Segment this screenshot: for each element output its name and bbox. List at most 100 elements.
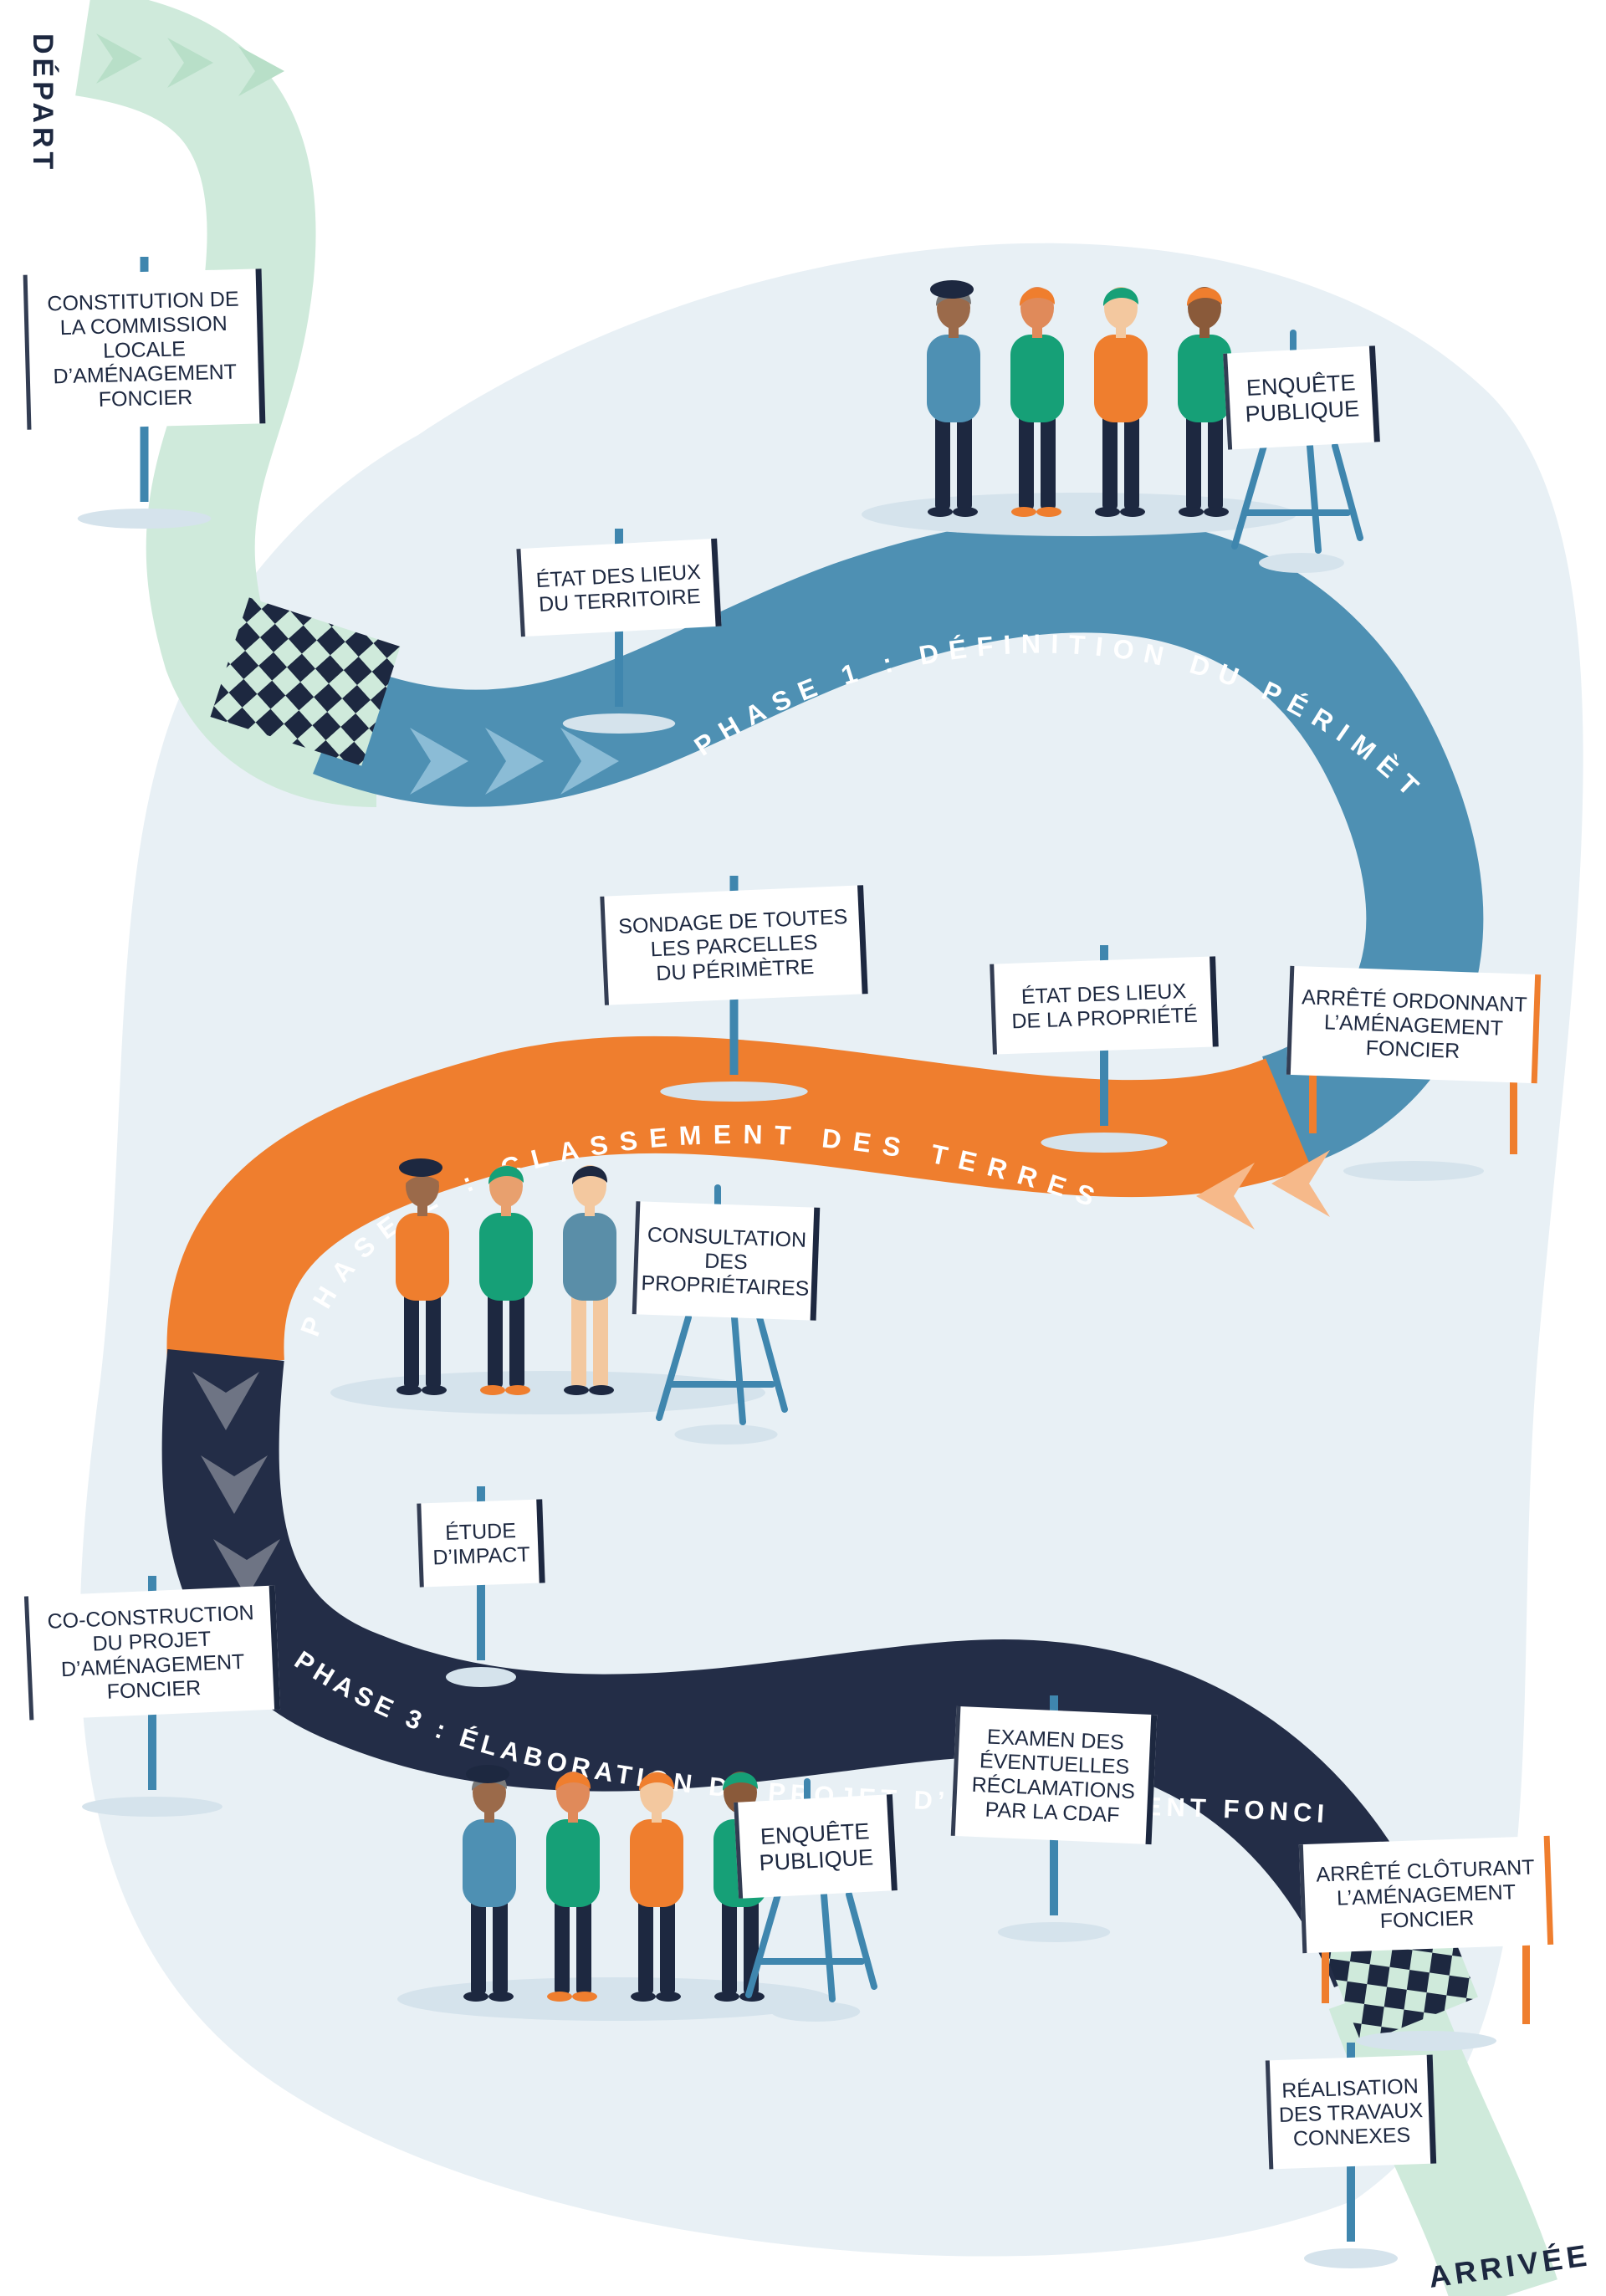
person-hair <box>571 1165 608 1184</box>
person-icon <box>1178 287 1231 517</box>
start-checker <box>210 597 401 766</box>
sign-edge-left <box>23 274 32 430</box>
person-hair <box>722 1772 759 1791</box>
sign-text-line: LOCALE <box>103 337 186 363</box>
sign-text-line: LA COMMISSION <box>59 312 228 340</box>
person-shoe <box>480 1385 505 1395</box>
sign-text-line: FONCIER <box>1379 1906 1474 1933</box>
person-shoe <box>1120 507 1145 517</box>
sign-post <box>477 1581 485 1660</box>
sign-edge-left <box>516 549 525 637</box>
sign-edge-left <box>417 1503 424 1588</box>
phase3-chevrons <box>192 1372 280 1598</box>
sign-text-line: DU PROJET <box>92 1627 212 1655</box>
person-icon <box>927 280 980 517</box>
sign-panel <box>950 1705 1158 1845</box>
person-leg <box>638 1899 653 1995</box>
sign-text-line: FONCIER <box>98 386 192 412</box>
person-shoe <box>505 1385 530 1395</box>
sign-post <box>148 1710 156 1790</box>
person-shoe <box>631 1992 656 2002</box>
sign-edge-left <box>950 1705 961 1836</box>
sign-edge <box>255 268 266 424</box>
sign-post-left <box>1322 1945 1329 2003</box>
person-hair <box>1102 287 1139 306</box>
sign-panel <box>734 1794 898 1899</box>
person-hair <box>488 1165 524 1184</box>
person-hair <box>638 1772 675 1791</box>
sign-shadow <box>660 1082 808 1102</box>
people-group-top <box>862 280 1297 536</box>
sign-edge-left <box>734 1802 744 1899</box>
sign-text-line: ENQUÊTE <box>760 1818 870 1849</box>
sign-text-line: ENQUÊTE <box>1245 369 1356 401</box>
person-icon <box>396 1158 449 1395</box>
sign-panel <box>1223 345 1380 450</box>
person-leg <box>1186 414 1201 510</box>
person-shoe <box>1095 507 1120 517</box>
person-shoe <box>1011 507 1036 517</box>
person-shoe <box>656 1992 681 2002</box>
sign-shadow <box>82 1797 222 1817</box>
person-shoe <box>714 1992 739 2002</box>
sign-post <box>615 627 623 707</box>
people-group-middle <box>330 1158 765 1414</box>
sign-post <box>140 422 149 502</box>
person-shoe <box>1179 507 1204 517</box>
phase2-chevrons <box>1196 1150 1330 1230</box>
sign-text-line: DES TRAVAUX <box>1278 2099 1423 2127</box>
sign-post <box>1050 1836 1058 1915</box>
sign-edge-left <box>990 964 997 1055</box>
sign-post-top <box>729 876 739 894</box>
sign-edge <box>1210 956 1219 1047</box>
person-body <box>1094 335 1148 422</box>
person-body <box>630 1819 683 1907</box>
person-shoe <box>572 1992 597 2002</box>
sign-edge-left <box>632 1201 641 1315</box>
sign-edge-left <box>1286 965 1295 1075</box>
sign-edge-left <box>600 896 609 1005</box>
sign-panel <box>632 1201 821 1321</box>
person-leg <box>509 1292 524 1388</box>
person-leg <box>488 1292 503 1388</box>
sign-panel <box>1265 2054 1437 2170</box>
sign-post-top <box>1100 945 1108 964</box>
sign-panel <box>600 885 868 1005</box>
person-shoe <box>396 1385 422 1395</box>
sign-edge-left <box>1223 353 1233 450</box>
person-icon <box>463 1765 516 2002</box>
person-shoe <box>422 1385 447 1395</box>
sign-edge-left <box>1265 2060 1274 2170</box>
sign-panel <box>516 538 722 637</box>
person-shoe <box>1036 507 1061 517</box>
sign-post-top <box>477 1486 485 1505</box>
person-icon <box>630 1772 683 2002</box>
easel-leg <box>1307 442 1322 554</box>
sign-text-line: D’AMÉNAGEMENT <box>53 360 237 389</box>
person-leg <box>935 414 950 510</box>
sign-text-line: PROPRIÉTAIRES <box>641 1271 810 1301</box>
person-shoe <box>564 1385 589 1395</box>
sign-shadow <box>77 509 212 529</box>
sign-post-top <box>140 257 149 275</box>
person-shoe <box>1204 507 1229 517</box>
sign-post-left <box>1309 1075 1317 1133</box>
person-hair <box>555 1772 591 1791</box>
person-body <box>1178 335 1231 422</box>
person-leg <box>1041 414 1056 510</box>
sign-shadow <box>1343 1161 1484 1181</box>
sign-edge <box>536 1499 545 1583</box>
person-shoe <box>463 1992 488 2002</box>
person-leg <box>404 1292 419 1388</box>
sign-post <box>1347 2162 1355 2242</box>
sign-edge <box>1543 1835 1554 1945</box>
